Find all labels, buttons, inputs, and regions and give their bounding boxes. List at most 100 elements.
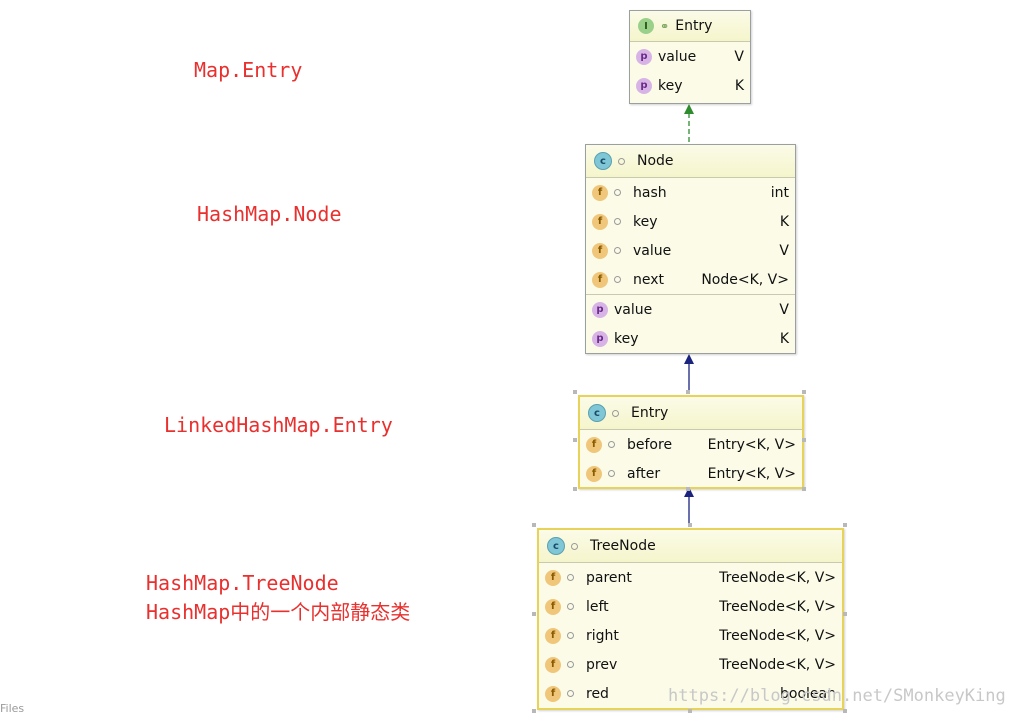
node-fields-section: f hash int f key K f value V f next Node…: [586, 178, 795, 295]
row-type: int: [770, 184, 789, 201]
row-type: Entry<K, V>: [707, 436, 796, 453]
row-name: key: [614, 330, 639, 347]
entry-interface-box[interactable]: I ⚭ Entry p value V p key K: [629, 10, 751, 104]
row-name: after: [627, 465, 661, 482]
visibility-icon: [614, 189, 621, 196]
linked-entry-header: c Entry: [580, 397, 802, 430]
resize-handle[interactable]: [532, 709, 536, 713]
row-name: left: [586, 598, 609, 615]
resize-handle[interactable]: [686, 390, 690, 394]
field-icon: f: [592, 242, 608, 259]
property-icon: p: [592, 330, 608, 347]
visibility-icon: [571, 542, 578, 550]
row-name: right: [586, 627, 619, 644]
interface-icon: I: [638, 18, 654, 34]
resize-handle[interactable]: [532, 523, 536, 527]
visibility-icon: [608, 441, 615, 448]
treenode-box[interactable]: c TreeNode f parent TreeNode<K, V> f lef…: [537, 528, 844, 710]
row-type: K: [779, 330, 789, 347]
entry-interface-row-value: p value V: [630, 42, 750, 71]
resize-handle[interactable]: [688, 523, 692, 527]
extends-arrow-treenode-to-entry: [684, 487, 694, 527]
visibility-icon: [567, 632, 574, 639]
row-name: value: [614, 301, 653, 318]
row-type: V: [779, 301, 789, 318]
label-map-entry: Map.Entry: [194, 58, 303, 82]
treenode-title: TreeNode: [590, 538, 656, 554]
row-name: value: [633, 242, 672, 259]
row-name: red: [586, 685, 609, 702]
property-icon: p: [636, 48, 652, 65]
entry-interface-header: I ⚭ Entry: [630, 11, 750, 42]
visibility-icon: [567, 661, 574, 668]
field-icon: f: [545, 627, 561, 644]
link-icon: ⚭: [660, 19, 670, 33]
row-name: hash: [633, 184, 667, 201]
node-field-value: f value V: [586, 236, 795, 265]
field-icon: f: [586, 436, 602, 453]
treenode-field-right: f right TreeNode<K, V>: [539, 621, 842, 650]
row-type: K: [734, 77, 744, 94]
resize-handle[interactable]: [573, 390, 577, 394]
visibility-icon: [567, 574, 574, 581]
label-treenode-description: HashMap中的一个内部静态类: [146, 600, 411, 624]
treenode-field-prev: f prev TreeNode<K, V>: [539, 650, 842, 679]
node-property-value: p value V: [586, 295, 795, 324]
treenode-field-left: f left TreeNode<K, V>: [539, 592, 842, 621]
field-icon: f: [545, 656, 561, 673]
corner-label: Files: [0, 702, 25, 715]
resize-handle[interactable]: [573, 438, 577, 442]
class-icon: c: [588, 404, 606, 422]
row-name: key: [658, 77, 683, 94]
row-name: before: [627, 436, 673, 453]
row-type: Entry<K, V>: [707, 465, 796, 482]
resize-handle[interactable]: [843, 709, 847, 713]
row-type: Node<K, V>: [701, 271, 789, 288]
row-name: next: [633, 271, 665, 288]
node-title: Node: [637, 153, 674, 169]
visibility-icon: [614, 276, 621, 283]
visibility-icon: [612, 409, 619, 417]
node-field-hash: f hash int: [586, 178, 795, 207]
resize-handle[interactable]: [843, 612, 847, 616]
node-field-key: f key K: [586, 207, 795, 236]
resize-handle[interactable]: [843, 523, 847, 527]
resize-handle[interactable]: [802, 438, 806, 442]
resize-handle[interactable]: [688, 709, 692, 713]
label-hashmap-node: HashMap.Node: [197, 202, 342, 226]
implements-arrow: [684, 104, 694, 142]
node-properties-section: p value V p key K: [586, 295, 795, 353]
class-icon: c: [594, 152, 612, 170]
linked-entry-field-before: f before Entry<K, V>: [580, 430, 802, 459]
resize-handle[interactable]: [802, 487, 806, 491]
row-type: K: [779, 213, 789, 230]
resize-handle[interactable]: [573, 487, 577, 491]
node-header: c Node: [586, 145, 795, 178]
row-type: boolean: [780, 685, 836, 702]
row-name: prev: [586, 656, 618, 673]
class-icon: c: [547, 537, 565, 555]
row-type: TreeNode<K, V>: [719, 598, 836, 615]
linked-entry-box[interactable]: c Entry f before Entry<K, V> f after Ent…: [578, 395, 804, 489]
resize-handle[interactable]: [802, 390, 806, 394]
row-type: TreeNode<K, V>: [719, 627, 836, 644]
resize-handle[interactable]: [532, 612, 536, 616]
label-hashmap-treenode: HashMap.TreeNode: [146, 571, 339, 595]
field-icon: f: [545, 569, 561, 586]
row-name: parent: [586, 569, 632, 586]
visibility-icon: [614, 247, 621, 254]
visibility-icon: [618, 157, 625, 165]
node-box[interactable]: c Node f hash int f key K f value V f ne…: [585, 144, 796, 354]
label-linkedhashmap-entry: LinkedHashMap.Entry: [164, 413, 393, 437]
linked-entry-field-after: f after Entry<K, V>: [580, 459, 802, 488]
row-type: V: [734, 48, 744, 65]
watermark: https://blog.csdn.net/SMonkeyKing: [668, 686, 1006, 706]
resize-handle[interactable]: [686, 487, 690, 491]
row-name: value: [658, 48, 697, 65]
field-icon: f: [545, 598, 561, 615]
treenode-field-red: f red boolean: [539, 679, 842, 708]
node-field-next: f next Node<K, V>: [586, 265, 795, 294]
field-icon: f: [592, 213, 608, 230]
visibility-icon: [614, 218, 621, 225]
